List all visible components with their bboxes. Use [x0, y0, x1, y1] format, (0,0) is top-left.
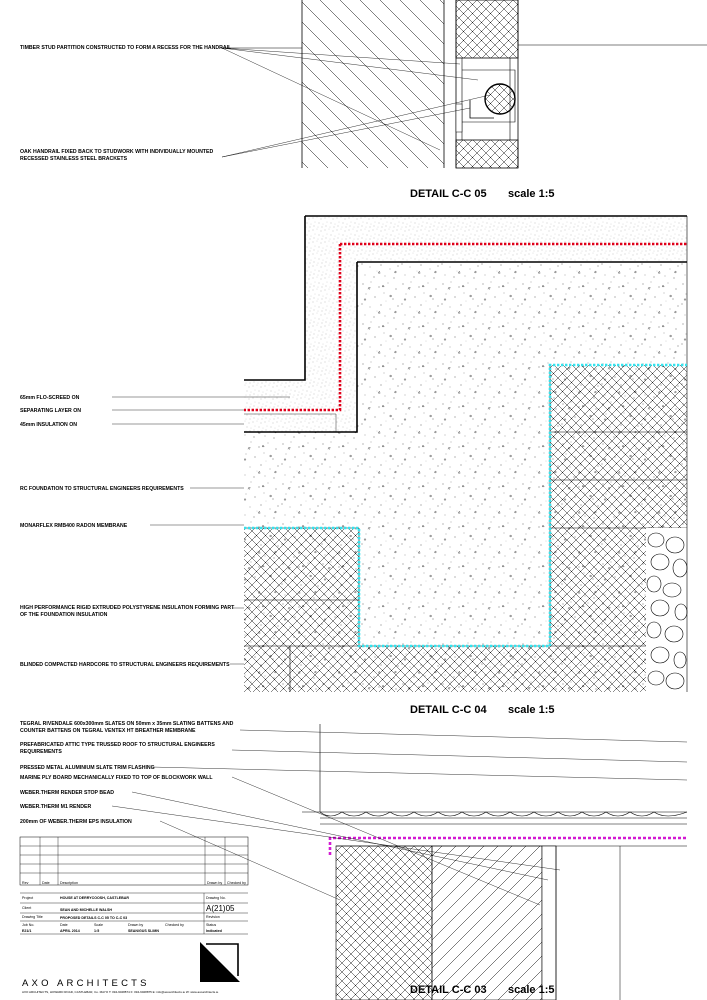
detail-c-c-03: TEGRAL RIVENDALE 600x300mm SLATES ON 50m…	[20, 721, 688, 1000]
label-c03-8: WEBER.THERM M1 RENDER	[20, 804, 91, 810]
label-c04-6: HIGH PERFORMANCE RIGID EXTRUDED POLYSTYR…	[20, 605, 235, 611]
timber-stud-section	[302, 0, 444, 168]
brand-address: AXO ARCHITECTS, HOWARD ROAD, CASTLEBAR, …	[22, 990, 219, 994]
xps-insulation-right	[550, 365, 687, 528]
meta-value-job: E21/1	[22, 929, 31, 933]
meta-header-checked-by: Checked by	[165, 923, 184, 927]
client-name: SEAN AND MICHELLE WALSH	[60, 908, 112, 912]
axo-logo	[200, 942, 240, 982]
project-label: Project	[22, 896, 33, 900]
client-label: Client	[22, 906, 31, 910]
rev-header-rev: Rev	[22, 881, 29, 885]
rev-header-date: Date	[42, 881, 50, 885]
revision-label: Revision	[206, 915, 220, 919]
label-c03-4: REQUIREMENTS	[20, 749, 62, 755]
drawing-number: A(21)05	[206, 904, 235, 913]
drawing-title: PROPOSED DETAILS C-C 05 TO C-C 03	[60, 916, 127, 920]
roof-slates	[319, 811, 688, 817]
eps-insulation	[431, 845, 543, 1000]
meta-value-status: Indicated	[206, 929, 222, 933]
xps-insulation-left	[244, 528, 359, 646]
meta-header-drawn-by: Drawn by	[128, 923, 143, 927]
label-c04-2: SEPARATING LAYER ON	[20, 408, 81, 414]
revision-table	[19, 836, 249, 886]
label-c04-5: MONARFLEX RMB400 RADON MEMBRANE	[20, 523, 128, 529]
drawing-title-label: Drawing Title	[22, 915, 43, 919]
meta-header-job: Job No.	[22, 923, 34, 927]
label-c03-1: TEGRAL RIVENDALE 600x300mm SLATES ON 50m…	[20, 721, 234, 727]
detail-c04-title: DETAIL C-C 04	[410, 704, 487, 716]
label-c03-6: MARINE PLY BOARD MECHANICALLY FIXED TO T…	[20, 775, 213, 781]
detail-c05-scale: scale 1:5	[508, 188, 554, 200]
detail-c-c-05: TIMBER STUD PARTITION CONSTRUCTED TO FOR…	[20, 0, 707, 200]
label-c03-2: COUNTER BATTENS ON TEGRAL VENTEX HT BREA…	[20, 728, 196, 734]
label-c03-7: WEBER.THERM RENDER STOP BEAD	[20, 790, 114, 796]
stone-fill	[646, 528, 687, 692]
separating-layer	[244, 242, 687, 412]
label-c05-3: RECESSED STAINLESS STEEL BRACKETS	[20, 156, 128, 162]
detail-c-c-04: 65mm FLO-SCREED ON SEPARATING LAYER ON 4…	[20, 215, 688, 716]
rev-header-checked-by: Checked by	[227, 881, 246, 885]
project-name: HOUSE AT DERRYCOOSH, CASTLEBAR	[60, 896, 129, 900]
label-c04-3: 45mm INSULATION ON	[20, 422, 77, 428]
blinded-hardcore	[244, 646, 687, 692]
label-c04-1: 65mm FLO-SCREED ON	[20, 395, 80, 401]
meta-header-status: Status	[206, 923, 216, 927]
flo-screed	[244, 216, 687, 432]
blockwork-wall	[335, 845, 433, 1000]
detail-c05-title: DETAIL C-C 05	[410, 188, 487, 200]
eave-membrane	[328, 836, 687, 855]
brand-name: AXO ARCHITECTS	[22, 978, 150, 989]
label-c05-1: TIMBER STUD PARTITION CONSTRUCTED TO FOR…	[20, 45, 232, 51]
meta-value-scale: 1:5	[94, 929, 99, 933]
rev-header-description: Description	[60, 881, 78, 885]
label-c05-2: OAK HANDRAIL FIXED BACK TO STUDWORK WITH…	[20, 149, 213, 155]
label-c04-4: RC FOUNDATION TO STRUCTURAL ENGINEERS RE…	[20, 486, 184, 492]
detail-c03-scale: scale 1:5	[508, 984, 554, 996]
stud-block-upper	[455, 0, 519, 59]
detail-c04-scale: scale 1:5	[508, 704, 554, 716]
label-c04-8: BLINDED COMPACTED HARDCORE TO STRUCTURAL…	[20, 662, 230, 668]
label-c04-7: OF THE FOUNDATION INSULATION	[20, 612, 108, 618]
title-block: Rev Date Description Drawn by Checked by…	[19, 836, 249, 994]
radon-membrane	[244, 363, 687, 648]
label-c03-3: PREFABRICATED ATTIC TYPE TRUSSED ROOF TO…	[20, 742, 215, 748]
meta-header-scale: Scale	[94, 923, 103, 927]
label-c03-5: PRESSED METAL ALUMINIUM SLATE TRIM FLASH…	[20, 765, 155, 771]
drawing-no-label: Drawing No.	[206, 896, 226, 900]
handrail-bracket	[469, 100, 494, 119]
meta-value-drawn-by: SEAN/GUS SLIMN	[128, 929, 159, 933]
detail-c03-title: DETAIL C-C 03	[410, 984, 487, 996]
oak-handrail	[484, 83, 516, 115]
stud-block-lower	[455, 139, 519, 169]
label-c03-9: 200mm OF WEBER.THERM EPS INSULATION	[20, 819, 132, 825]
meta-header-date: Date	[60, 923, 68, 927]
meta-value-date: APRIL 2014	[60, 929, 80, 933]
rev-header-drawn-by: Drawn by	[207, 881, 222, 885]
